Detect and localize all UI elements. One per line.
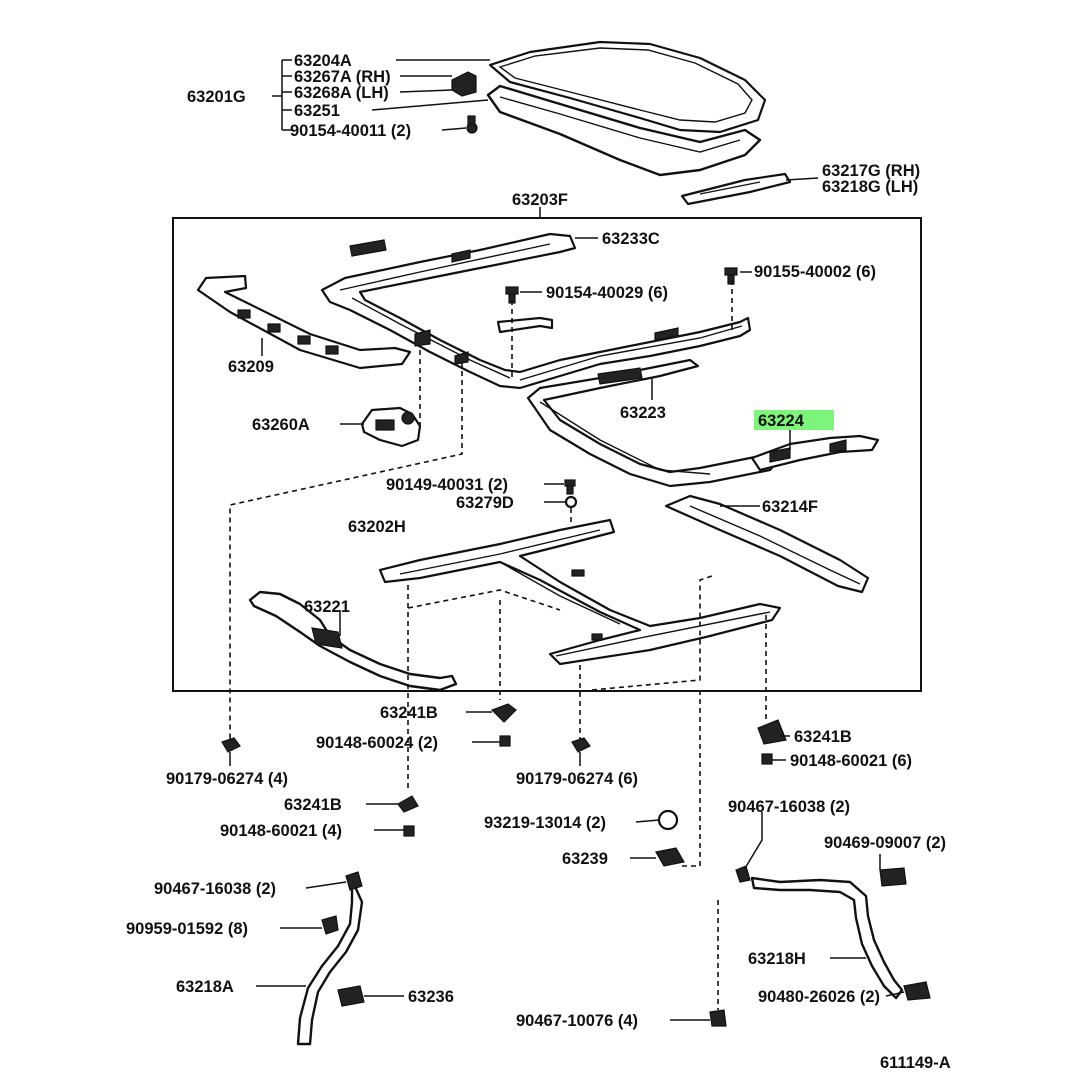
drain-hose-63218A bbox=[296, 878, 364, 1046]
bolt-90148-60021-c bbox=[403, 825, 415, 837]
label-63241B-c: 63241B bbox=[284, 796, 342, 814]
label-90469-09007: 90469-09007 (2) bbox=[824, 834, 946, 852]
glass-bracket-part bbox=[451, 71, 477, 97]
label-63233C: 63233C bbox=[602, 230, 660, 248]
nut-90179-06274-b bbox=[571, 737, 591, 753]
label-63218G: 63218G (LH) bbox=[822, 178, 918, 196]
sunshade-frame-part bbox=[526, 358, 782, 488]
label-90179-06274-a: 90179-06274 (4) bbox=[166, 770, 288, 788]
label-63202H: 63202H bbox=[348, 518, 406, 536]
label-63251: 63251 bbox=[294, 102, 340, 120]
screw-90149-40031 bbox=[564, 479, 576, 495]
label-63209: 63209 bbox=[228, 358, 274, 376]
drain-valve-63236 bbox=[337, 985, 365, 1007]
label-63218A: 63218A bbox=[176, 978, 234, 996]
hose-joint-90469-09007 bbox=[879, 867, 907, 887]
screw-90155-40002 bbox=[724, 267, 738, 285]
screw-90154-40011 bbox=[466, 115, 478, 134]
drive-cable-part bbox=[248, 590, 458, 692]
label-63241B-b: 63241B bbox=[794, 728, 852, 746]
label-63223: 63223 bbox=[620, 404, 666, 422]
drive-rail-part bbox=[378, 518, 782, 666]
label-90148-60021-b: 90148-60021 (6) bbox=[790, 752, 912, 770]
weatherstrip-part bbox=[486, 84, 762, 177]
highlight-63224 bbox=[754, 410, 834, 430]
label-90480-26026: 90480-26026 (2) bbox=[758, 988, 880, 1006]
slide-bracket-63224 bbox=[750, 434, 880, 472]
figure-code: 611149-A bbox=[880, 1054, 951, 1072]
drain-hose-63218H bbox=[750, 876, 904, 1000]
hose-clamp-90467-16038-a bbox=[345, 871, 363, 891]
clamp-90467-10076 bbox=[709, 1009, 727, 1027]
label-63239: 63239 bbox=[562, 850, 608, 868]
label-90179-06274-b: 90179-06274 (6) bbox=[516, 770, 638, 788]
clip-90480-26026 bbox=[903, 981, 931, 1001]
label-63201G: 63201G bbox=[187, 88, 246, 106]
bolt-90148-60024 bbox=[499, 735, 511, 747]
label-63268A: 63268A (LH) bbox=[294, 84, 389, 102]
hose-clip-90959-01592 bbox=[321, 915, 339, 935]
drain-trough-part bbox=[196, 274, 412, 370]
label-63221: 63221 bbox=[304, 598, 350, 616]
assembly-frame-box bbox=[172, 217, 922, 692]
label-63241B-a: 63241B bbox=[380, 704, 438, 722]
washer-63279D bbox=[564, 495, 578, 509]
label-90467-10076: 90467-10076 (4) bbox=[516, 1012, 638, 1030]
label-63267A: 63267A (RH) bbox=[294, 68, 391, 86]
hose-clamp-90467-16038-b bbox=[735, 865, 751, 883]
label-63236: 63236 bbox=[408, 988, 454, 1006]
housing-frame-part bbox=[320, 232, 752, 390]
sunroof-motor-part bbox=[360, 406, 422, 448]
label-63279D: 63279D bbox=[456, 494, 514, 512]
label-63224: 63224 bbox=[758, 412, 805, 430]
clip-63241B-c bbox=[397, 795, 419, 813]
wind-deflector-part bbox=[664, 494, 870, 594]
label-63204A: 63204A bbox=[294, 52, 352, 70]
bolt-90148-60021-b bbox=[761, 753, 773, 765]
side-garnish-part bbox=[680, 172, 792, 206]
clip-63241B-a bbox=[490, 703, 517, 723]
label-63217G: 63217G (RH) bbox=[822, 162, 920, 180]
label-90467-16038-b: 90467-16038 (2) bbox=[154, 880, 276, 898]
label-90148-60024: 90148-60024 (2) bbox=[316, 734, 438, 752]
clip-63241B-b bbox=[757, 719, 787, 745]
label-90467-16038-a: 90467-16038 (2) bbox=[728, 798, 850, 816]
nut-90179-06274-a bbox=[221, 737, 241, 753]
label-90148-60021-c: 90148-60021 (4) bbox=[220, 822, 342, 840]
label-63214F: 63214F bbox=[762, 498, 818, 516]
label-90154-40011: 90154-40011 (2) bbox=[290, 122, 411, 140]
label-90959-01592: 90959-01592 (8) bbox=[126, 920, 248, 938]
label-63203F: 63203F bbox=[512, 191, 568, 209]
label-63260A: 63260A bbox=[252, 416, 310, 434]
part-labels: 63201G 63204A 63267A (RH) 63268A (LH) 63… bbox=[126, 52, 951, 1072]
label-63218H: 63218H bbox=[748, 950, 806, 968]
label-90149-40031: 90149-40031 (2) bbox=[386, 476, 508, 494]
grommet-93219-13014 bbox=[657, 809, 679, 831]
connector-63239 bbox=[655, 847, 685, 867]
housing-bracket-part bbox=[496, 316, 554, 334]
leader-lines bbox=[229, 59, 905, 1021]
label-90155-40002: 90155-40002 (6) bbox=[754, 263, 876, 281]
label-90154-40029: 90154-40029 (6) bbox=[546, 284, 668, 302]
glass-panel-part bbox=[488, 40, 767, 134]
assembly-guide-lines bbox=[229, 280, 767, 1010]
label-93219-13014: 93219-13014 (2) bbox=[484, 814, 606, 832]
